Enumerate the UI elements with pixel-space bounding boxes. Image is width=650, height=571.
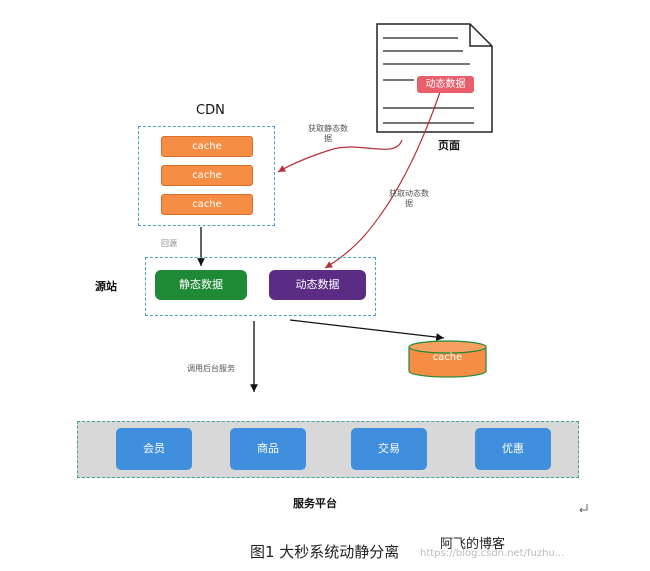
page-dynamic-badge: 动态数据: [417, 76, 474, 93]
platform-label: 服务平台: [293, 497, 337, 510]
service-promotion: 优惠: [475, 428, 551, 470]
note-call-backend: 调用后台服务: [187, 364, 235, 373]
cdn-box: [138, 126, 275, 226]
origin-dynamic-data: 动态数据: [269, 270, 366, 300]
cache-cylinder: [408, 340, 487, 378]
origin-static-data: 静态数据: [155, 270, 247, 300]
arrow-get-static: [277, 139, 403, 173]
origin-box: [145, 257, 376, 316]
note-back-to-origin: 回源: [161, 239, 177, 248]
cdn-cache-item: cache: [161, 165, 253, 186]
arrow-get-dynamic: [324, 91, 441, 269]
figure-caption: 图1 大秒系统动静分离: [250, 543, 400, 561]
return-glyph: [579, 504, 588, 513]
note-get-static: 获取静态数据: [308, 124, 348, 143]
service-goods: 商品: [230, 428, 306, 470]
service-trade: 交易: [351, 428, 427, 470]
watermark-url: https://blog.csdn.net/fuzhu...: [420, 548, 565, 559]
cdn-cache-item: cache: [161, 136, 253, 157]
cdn-title: CDN: [196, 103, 225, 118]
watermark-text: 阿飞的博客: [440, 537, 506, 552]
cdn-cache-item: cache: [161, 194, 253, 215]
page-label: 页面: [438, 139, 460, 152]
arrow-to-cache: [289, 319, 445, 341]
origin-label: 源站: [95, 280, 117, 293]
note-get-dynamic: 获取动态数据: [389, 189, 429, 208]
cache-cylinder-label: cache: [432, 352, 463, 363]
service-member: 会员: [116, 428, 192, 470]
